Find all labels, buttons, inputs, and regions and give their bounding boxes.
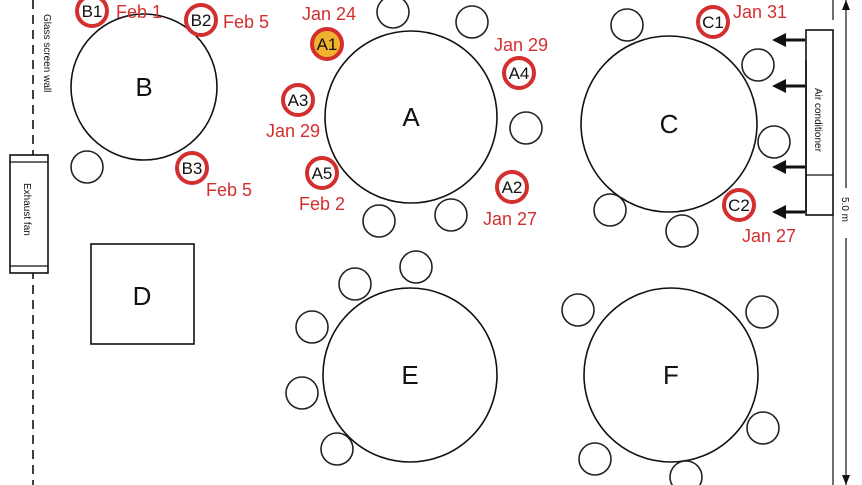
seat-f-5 bbox=[669, 460, 703, 485]
case-a1-date: Jan 24 bbox=[302, 4, 356, 24]
scale-label: 5.0 m bbox=[839, 197, 850, 222]
seat-e-1 bbox=[338, 267, 372, 301]
seat-b-1 bbox=[70, 150, 104, 184]
seat-f-4 bbox=[578, 442, 612, 476]
case-c1-date: Jan 31 bbox=[733, 2, 787, 22]
exhaust-fan bbox=[9, 154, 49, 274]
seat-c-4 bbox=[593, 193, 627, 227]
case-b1-id: B1 bbox=[82, 2, 103, 21]
case-a3: A3 Jan 29 bbox=[266, 83, 320, 141]
glass-screen-wall-label: Glass screen wall bbox=[41, 14, 52, 92]
seat-f-1 bbox=[561, 293, 595, 327]
table-a-label: A bbox=[402, 102, 420, 132]
case-c2-date: Jan 27 bbox=[742, 226, 796, 246]
case-a4-date: Jan 29 bbox=[494, 35, 548, 55]
case-a1-id: A1 bbox=[317, 35, 338, 54]
case-a2: A2 Jan 27 bbox=[483, 170, 537, 229]
airflow-arrowhead-4 bbox=[772, 205, 786, 219]
seat-a-5 bbox=[434, 198, 468, 232]
seat-c-5 bbox=[665, 214, 699, 248]
case-b3: B3 Feb 5 bbox=[175, 151, 252, 200]
seat-a-1 bbox=[376, 0, 410, 29]
case-c1: C1 Jan 31 bbox=[696, 2, 787, 39]
case-b2: B2 Feb 5 bbox=[184, 3, 269, 37]
seat-e-3 bbox=[295, 310, 329, 344]
exhaust-fan-label: Exhaust fan bbox=[21, 183, 32, 236]
table-e-label: E bbox=[401, 360, 418, 390]
table-d-label: D bbox=[133, 281, 152, 311]
airflow-arrowhead-3 bbox=[772, 160, 786, 174]
case-a2-id: A2 bbox=[502, 178, 523, 197]
case-b1-date: Feb 1 bbox=[116, 2, 162, 22]
case-a1: A1 Jan 24 bbox=[302, 4, 356, 61]
table-f-label: F bbox=[663, 360, 679, 390]
case-a5-marker bbox=[305, 156, 339, 190]
airflow-arrows bbox=[772, 33, 807, 219]
case-a3-marker bbox=[281, 83, 315, 117]
case-a4-marker bbox=[502, 56, 536, 90]
table-c bbox=[580, 35, 758, 213]
case-b2-marker bbox=[184, 3, 218, 37]
case-b3-id: B3 bbox=[182, 159, 203, 178]
case-a4-id: A4 bbox=[509, 64, 530, 83]
case-a3-date: Jan 29 bbox=[266, 121, 320, 141]
case-a5: A5 Feb 2 bbox=[299, 156, 345, 214]
table-c-label: C bbox=[660, 109, 679, 139]
seat-e-4 bbox=[285, 376, 319, 410]
scale-arrowhead-bottom bbox=[842, 475, 850, 485]
airflow-arrowhead-2 bbox=[772, 79, 786, 93]
seat-c-3 bbox=[757, 125, 791, 159]
case-a3-id: A3 bbox=[288, 91, 309, 110]
case-a4: A4 Jan 29 bbox=[494, 35, 548, 90]
seat-f-3 bbox=[746, 411, 780, 445]
case-b3-marker bbox=[175, 151, 209, 185]
case-a1-marker bbox=[310, 27, 344, 61]
case-c1-id: C1 bbox=[702, 13, 724, 32]
case-b3-date: Feb 5 bbox=[206, 180, 252, 200]
case-b2-id: B2 bbox=[191, 11, 212, 30]
table-a bbox=[324, 30, 498, 204]
seat-c-1 bbox=[610, 8, 644, 42]
seat-a-3 bbox=[509, 111, 543, 145]
case-b1: B1 Feb 1 bbox=[75, 0, 162, 28]
seat-f-2 bbox=[745, 295, 779, 329]
scale-bar: 5.0 m bbox=[839, 0, 850, 485]
table-d bbox=[90, 243, 195, 345]
seat-a-4 bbox=[362, 204, 396, 238]
case-a2-date: Jan 27 bbox=[483, 209, 537, 229]
seat-e-2 bbox=[399, 250, 433, 284]
scale-arrowhead-top bbox=[842, 0, 850, 10]
case-c2: C2 Jan 27 bbox=[722, 188, 796, 246]
seat-a-2 bbox=[455, 5, 489, 39]
table-e bbox=[322, 287, 498, 463]
seat-c-2 bbox=[741, 48, 775, 82]
case-a5-date: Feb 2 bbox=[299, 194, 345, 214]
case-c1-marker bbox=[696, 5, 730, 39]
case-c2-marker bbox=[722, 188, 756, 222]
case-b2-date: Feb 5 bbox=[223, 12, 269, 32]
air-conditioner-label: Air conditioner bbox=[812, 88, 823, 153]
case-a2-marker bbox=[495, 170, 529, 204]
seat-e-5 bbox=[320, 432, 354, 466]
table-f bbox=[583, 287, 759, 463]
case-c2-id: C2 bbox=[728, 196, 750, 215]
airflow-arrowhead-1 bbox=[772, 33, 786, 47]
case-b1-marker bbox=[75, 0, 109, 28]
table-b-label: B bbox=[135, 72, 152, 102]
table-b bbox=[70, 13, 218, 161]
case-a5-id: A5 bbox=[312, 164, 333, 183]
